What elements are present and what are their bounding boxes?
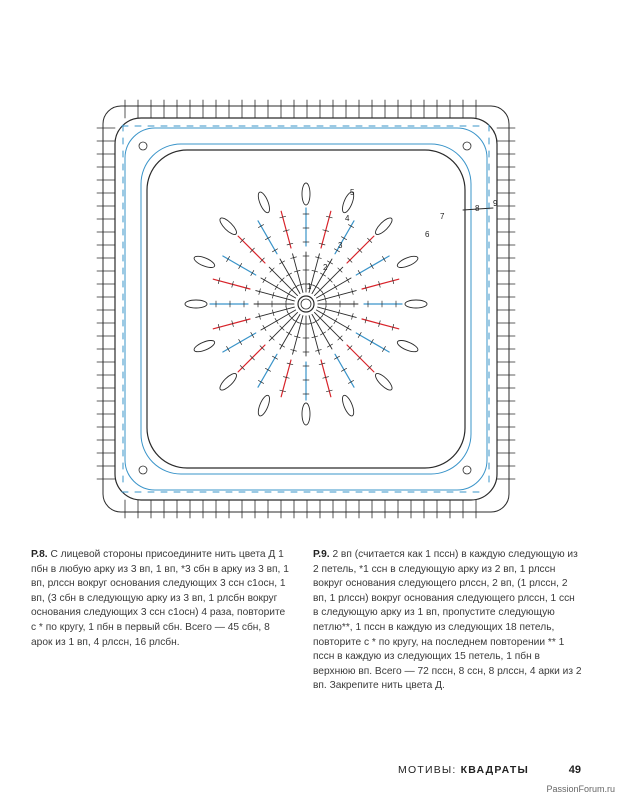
round-8-text: С лицевой стороны присоедините нить цвет… [31,549,289,648]
round-marker-7: 7 [440,212,445,221]
round-marker-8: 8 [475,204,480,213]
round-marker-2: 2 [323,263,328,272]
crochet-chart: 1 2 3 4 5 6 7 8 9 [96,99,516,519]
page-number: 49 [568,764,581,776]
round-8-heading: Р.8. [31,549,48,560]
round-9-text: 2 вп (считается как 1 пссн) в каждую сле… [313,549,582,692]
round-8-instructions: Р.8. С лицевой стороны присоедините нить… [31,548,293,650]
round-marker-6: 6 [425,230,430,239]
round-marker-1: 1 [307,282,312,291]
page-footer: МОТИВЫ: КВАДРАТЫ 49 [0,764,625,778]
round-marker-5: 5 [350,188,355,197]
watermark: PassionForum.ru [546,784,615,794]
round-marker-9: 9 [493,199,498,208]
round-9-instructions: Р.9. 2 вп (считается как 1 пссн) в кажду… [313,548,583,694]
round-marker-3: 3 [338,241,343,250]
round-marker-4: 4 [345,214,350,223]
round-9-heading: Р.9. [313,549,330,560]
section-title: МОТИВЫ: КВАДРАТЫ [398,764,529,776]
